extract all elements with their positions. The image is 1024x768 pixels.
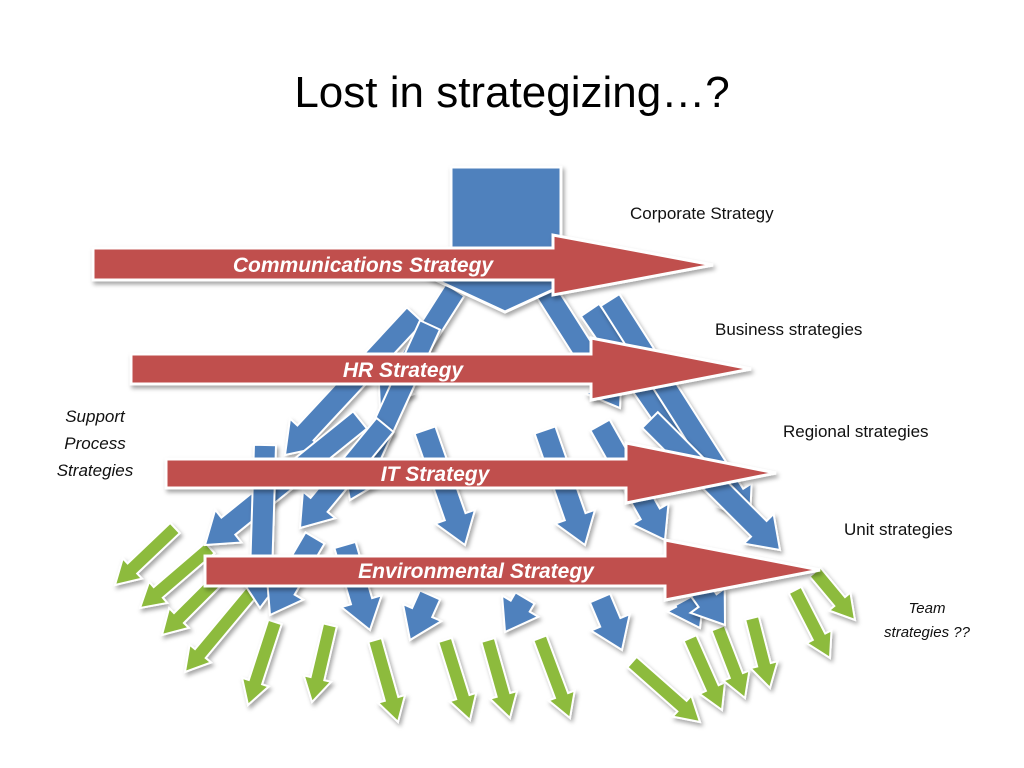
strategies-line: Strategies <box>56 461 134 480</box>
environmental-strategy-label: Environmental Strategy <box>358 560 595 583</box>
team-line: Team <box>908 600 946 617</box>
communications-strategy-arrow: Communications Strategy <box>91 233 714 297</box>
slide-title: Lost in strategizing…? <box>294 68 730 117</box>
team-arrow <box>625 655 702 724</box>
environmental-strategy-arrow: Environmental Strategy <box>203 538 821 602</box>
hr-strategy-label: HR Strategy <box>343 359 465 382</box>
team-arrow <box>437 636 478 722</box>
team-arrow <box>302 622 339 704</box>
team-arrow <box>787 585 833 660</box>
corporate-strategy-label: Corporate Strategy <box>630 204 774 223</box>
team-arrow <box>480 636 519 720</box>
team-arrow <box>113 521 182 587</box>
hr-strategy-arrow: HR Strategy <box>129 336 752 402</box>
team-strategies-label: Team strategies ?? <box>862 597 992 645</box>
team-arrows <box>113 521 857 724</box>
it-strategy-label: IT Strategy <box>381 463 491 486</box>
team-arrow <box>682 633 727 712</box>
team-arrow <box>367 636 407 724</box>
hierarchy-arrow <box>588 592 632 652</box>
team-arrow <box>240 618 283 707</box>
process-line: Process <box>64 434 126 453</box>
cross-strategy-arrows: Communications Strategy HR Strategy IT S… <box>91 233 821 602</box>
support-process-strategies-label: Support Process Strategies <box>40 403 150 484</box>
support-line: Support <box>65 407 125 426</box>
team-strategies-line: strategies ?? <box>884 624 970 641</box>
hierarchy-arrow <box>500 591 541 634</box>
unit-strategies-label: Unit strategies <box>844 520 953 539</box>
team-arrow <box>183 582 262 674</box>
communications-strategy-label: Communications Strategy <box>233 254 495 277</box>
business-strategies-label: Business strategies <box>715 320 863 339</box>
team-arrow <box>710 624 751 700</box>
regional-strategies-label: Regional strategies <box>783 422 929 441</box>
team-arrow <box>743 615 780 690</box>
team-arrow <box>532 634 576 720</box>
it-strategy-arrow: IT Strategy <box>164 441 777 505</box>
hierarchy-arrow <box>401 589 444 642</box>
team-arrow <box>808 566 857 622</box>
